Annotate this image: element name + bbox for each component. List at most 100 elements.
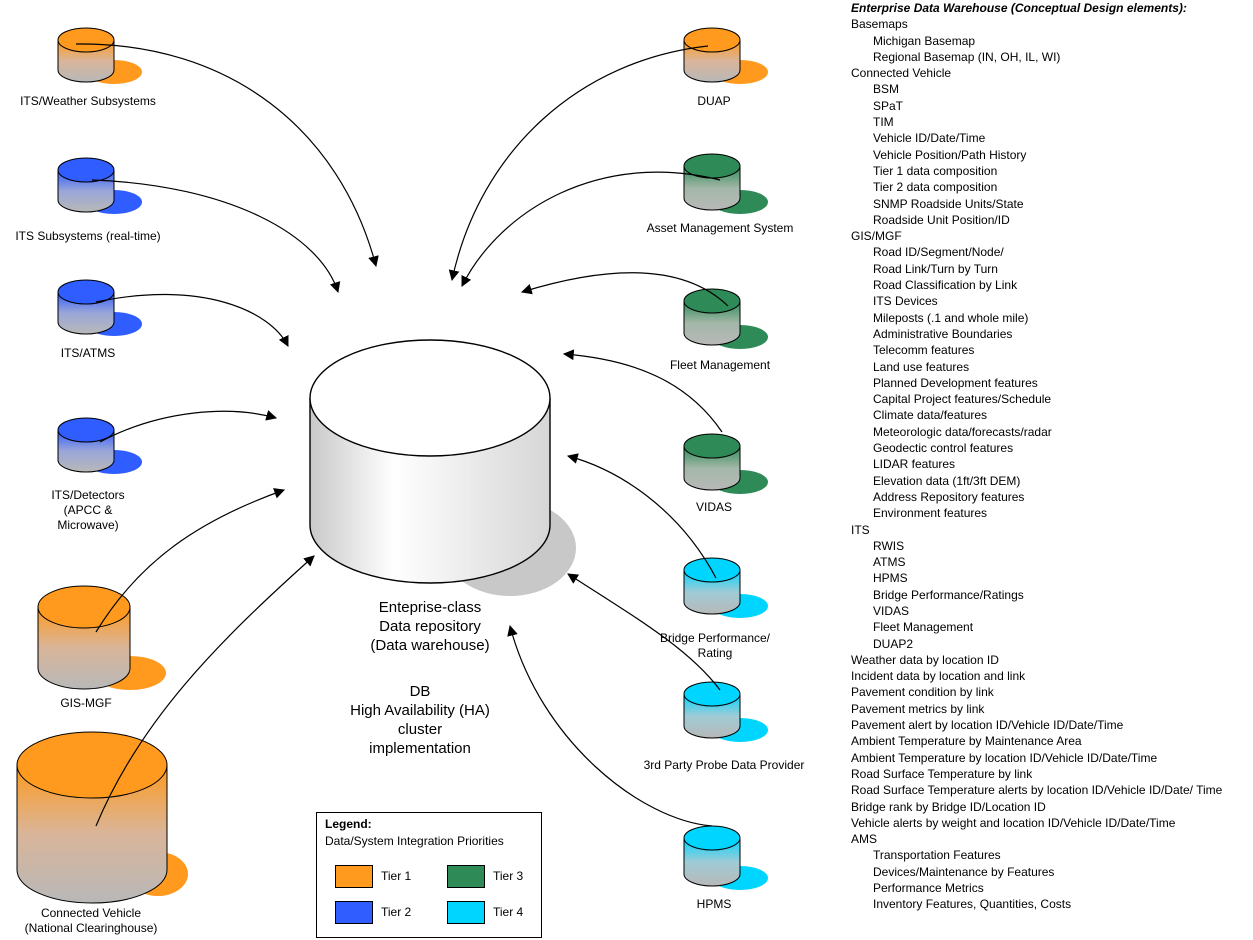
legend-swatch-tier-1 bbox=[335, 865, 373, 888]
cylinder-vidas bbox=[683, 433, 768, 494]
label-gis-mgf: GIS-MGF bbox=[60, 696, 112, 710]
warehouse-item: Regional Basemap (IN, OH, IL, WI) bbox=[873, 49, 1061, 64]
warehouse-section: Pavement alert by location ID/Vehicle ID… bbox=[851, 718, 1124, 733]
warehouse-item: Administrative Boundaries bbox=[873, 326, 1013, 341]
warehouse-section: Ambient Temperature by location ID/Vehic… bbox=[851, 750, 1158, 765]
cylinder-fleet-management bbox=[683, 288, 768, 349]
db-ha-caption: DB High Availability (HA) cluster implem… bbox=[310, 682, 530, 758]
warehouse-item: Transportation Features bbox=[873, 848, 1001, 863]
warehouse-item: SPaT bbox=[873, 98, 904, 113]
legend-label-tier-2: Tier 2 bbox=[381, 905, 412, 919]
cylinder-duap bbox=[683, 27, 768, 84]
label-connected-vehicle-line-1: Connected Vehicle bbox=[40, 906, 142, 920]
arrow-bridge bbox=[566, 453, 717, 579]
warehouse-item: Mileposts (.1 and whole mile) bbox=[873, 310, 1029, 325]
repository-caption: Enteprise-class Data repository (Data wa… bbox=[330, 598, 530, 655]
warehouse-item: Elevation data (1ft/3ft DEM) bbox=[873, 473, 1021, 488]
warehouse-item: TIM bbox=[873, 115, 894, 130]
warehouse-section: Pavement condition by link bbox=[851, 685, 994, 700]
label-probe: 3rd Party Probe Data Provider bbox=[643, 758, 805, 772]
warehouse-section: AMS bbox=[851, 832, 878, 847]
warehouse-section: Road Surface Temperature alerts by locat… bbox=[851, 783, 1223, 798]
warehouse-item: Climate data/features bbox=[873, 408, 988, 423]
arrow-its-detectors bbox=[99, 410, 278, 443]
warehouse-item: Tier 1 data composition bbox=[873, 163, 998, 178]
legend-subtitle: Data/System Integration Priorities bbox=[325, 834, 504, 848]
legend-swatch-tier-2 bbox=[335, 901, 373, 924]
warehouse-section: Ambient Temperature by Maintenance Area bbox=[851, 734, 1082, 749]
cylinder-its-atms bbox=[57, 279, 142, 336]
warehouse-item: Road Link/Turn by Turn bbox=[873, 261, 998, 276]
warehouse-section: Incident data by location and link bbox=[851, 669, 1026, 684]
warehouse-section: Pavement metrics by link bbox=[851, 701, 985, 716]
legend-box: Legend: Data/System Integration Prioriti… bbox=[316, 812, 542, 938]
legend-label-tier-4: Tier 4 bbox=[493, 905, 524, 919]
label-bridge-line-1: Bridge Performance/ bbox=[659, 631, 771, 645]
legend-swatch-tier-3 bbox=[447, 865, 485, 888]
warehouse-item: Bridge Performance/Ratings bbox=[873, 587, 1024, 602]
warehouse-item: SNMP Roadside Units/State bbox=[873, 196, 1024, 211]
warehouse-item: Devices/Maintenance by Features bbox=[873, 864, 1055, 879]
warehouse-section: Weather data by location ID bbox=[851, 652, 999, 667]
label-its-detectors-line-2: (APCC & bbox=[63, 503, 113, 517]
arrow-gis-mgf bbox=[95, 488, 286, 633]
warehouse-item: LIDAR features bbox=[873, 457, 956, 472]
warehouse-item: ATMS bbox=[873, 555, 906, 570]
warehouse-item: VIDAS bbox=[873, 603, 910, 618]
warehouse-section: GIS/MGF bbox=[851, 229, 902, 244]
warehouse-item: Road ID/Segment/Node/ bbox=[873, 245, 1004, 260]
label-its-detectors: ITS/Detectors (APCC & Microwave) bbox=[30, 488, 146, 533]
warehouse-item: Planned Development features bbox=[873, 375, 1038, 390]
legend-label-tier-1: Tier 1 bbox=[381, 869, 412, 883]
warehouse-item: Land use features bbox=[873, 359, 970, 374]
label-fleet-management: Fleet Management bbox=[669, 358, 771, 372]
repository-caption-line-1: Enteprise-class bbox=[378, 599, 482, 616]
cylinder-gis-mgf bbox=[37, 585, 166, 690]
legend-swatch-tier-4 bbox=[447, 901, 485, 924]
label-its-detectors-line-1: ITS/Detectors bbox=[51, 488, 125, 502]
warehouse-item: BSM bbox=[873, 82, 900, 97]
arrow-its-weather bbox=[75, 43, 379, 268]
label-connected-vehicle-line-2: (National Clearinghouse) bbox=[24, 921, 158, 935]
warehouse-item: Capital Project features/Schedule bbox=[873, 392, 1052, 407]
warehouse-item: Telecomm features bbox=[873, 343, 975, 358]
warehouse-item: Tier 2 data composition bbox=[873, 180, 998, 195]
label-bridge: Bridge Performance/ Rating bbox=[640, 631, 790, 661]
warehouse-item: DUAP2 bbox=[873, 636, 914, 651]
db-ha-caption-line-1: DB bbox=[409, 683, 431, 700]
arrow-asset-management bbox=[461, 171, 721, 287]
warehouse-section: Connected Vehicle bbox=[851, 66, 952, 81]
cylinder-bridge bbox=[683, 557, 768, 618]
legend-title: Legend: bbox=[325, 817, 372, 831]
central-repository-cylinder bbox=[309, 339, 576, 596]
warehouse-item: ITS Devices bbox=[873, 294, 938, 309]
label-its-realtime: ITS Subsystems (real-time) bbox=[15, 229, 161, 243]
warehouse-title: Enterprise Data Warehouse (Conceptual De… bbox=[851, 1, 1187, 15]
db-ha-caption-line-4: implementation bbox=[369, 740, 471, 757]
warehouse-item: Road Classification by Link bbox=[873, 278, 1018, 293]
legend-label-tier-3: Tier 3 bbox=[493, 869, 524, 883]
warehouse-section: Basemaps bbox=[851, 17, 908, 32]
warehouse-section: Vehicle alerts by weight and location ID… bbox=[851, 815, 1176, 830]
arrow-duap bbox=[448, 45, 709, 282]
cylinder-connected-vehicle bbox=[16, 731, 188, 904]
arrow-probe bbox=[567, 573, 721, 691]
label-connected-vehicle: Connected Vehicle (National Clearinghous… bbox=[0, 906, 182, 936]
warehouse-elements-list: Enterprise Data Warehouse (Conceptual De… bbox=[851, 0, 1251, 913]
warehouse-item: HPMS bbox=[873, 571, 908, 586]
warehouse-item: Performance Metrics bbox=[873, 881, 984, 896]
warehouse-section: ITS bbox=[851, 522, 870, 537]
warehouse-item: Roadside Unit Position/ID bbox=[873, 212, 1010, 227]
connector-arrows bbox=[75, 43, 729, 827]
warehouse-item: Vehicle ID/Date/Time bbox=[873, 131, 986, 146]
cylinder-hpms bbox=[683, 825, 768, 890]
warehouse-item: Michigan Basemap bbox=[873, 33, 976, 48]
warehouse-item: Vehicle Position/Path History bbox=[873, 147, 1027, 162]
warehouse-item: Environment features bbox=[873, 506, 988, 521]
warehouse-item: RWIS bbox=[873, 538, 905, 553]
warehouse-item: Inventory Features, Quantities, Costs bbox=[873, 897, 1072, 912]
label-hpms: HPMS bbox=[696, 897, 732, 911]
label-its-atms: ITS/ATMS bbox=[60, 346, 116, 360]
